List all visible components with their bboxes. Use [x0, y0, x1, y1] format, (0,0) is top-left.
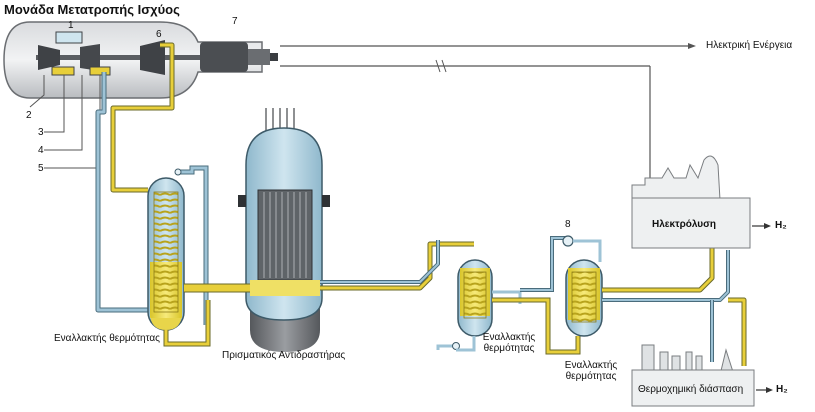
precooler [89, 66, 111, 76]
process-heat-pipes [602, 248, 747, 366]
electrolysis-plant [631, 155, 771, 249]
diagram-title: Μονάδα Μετατροπής Ισχύος [4, 2, 180, 17]
intermediate-loop [520, 235, 602, 355]
electric-output-line [280, 43, 696, 202]
heat-exchanger-mid-line1: Εναλλακτής [482, 332, 536, 343]
thermochemical-label: Θερμοχημική διάσπαση [638, 384, 744, 395]
label-8: 8 [565, 219, 571, 230]
pcu-pipes [95, 42, 175, 313]
main-hot-duct [184, 240, 474, 293]
electrolysis-label: Ηλεκτρόλυση [652, 219, 717, 230]
heat-exchanger-mid-label: Εναλλακτής θερμότητας [474, 332, 544, 354]
compressor-1 [38, 45, 60, 70]
heat-exchanger-right-line2: θερμότητας [565, 371, 617, 382]
electric-output-label: Ηλεκτρική Ενέργεια [706, 40, 793, 51]
compressor-2 [80, 44, 100, 71]
thermochemical-plant [631, 344, 773, 407]
label-4: 4 [38, 145, 44, 156]
generator [200, 42, 248, 72]
heat-exchanger-left [147, 165, 211, 347]
reactor-label: Πρισματικός Αντιδραστήρας [222, 350, 346, 361]
heat-exchanger-left-label: Εναλλακτής θερμότητας [54, 333, 161, 344]
h2-output-electrolysis: H₂ [775, 220, 787, 231]
label-7: 7 [232, 16, 238, 27]
prismatic-reactor [238, 108, 330, 352]
heat-exchanger-middle [436, 259, 540, 352]
label-3: 3 [38, 127, 44, 138]
label-2: 2 [26, 110, 32, 121]
heat-exchanger-right-label: Εναλλακτής θερμότητας [556, 360, 626, 382]
circulator-8 [562, 235, 574, 247]
label-6: 6 [156, 29, 162, 40]
heat-exchanger-right [565, 259, 603, 337]
heat-exchanger-right-line1: Εναλλακτής [564, 360, 618, 371]
heat-exchanger-mid-line2: θερμότητας [483, 343, 535, 354]
label-1: 1 [68, 20, 74, 31]
label-5: 5 [38, 163, 44, 174]
recuperator [55, 31, 83, 44]
intercooler [51, 66, 75, 76]
turbine [140, 40, 165, 75]
h2-output-thermochemical: H₂ [776, 384, 788, 395]
power-conversion-unit [3, 21, 278, 99]
